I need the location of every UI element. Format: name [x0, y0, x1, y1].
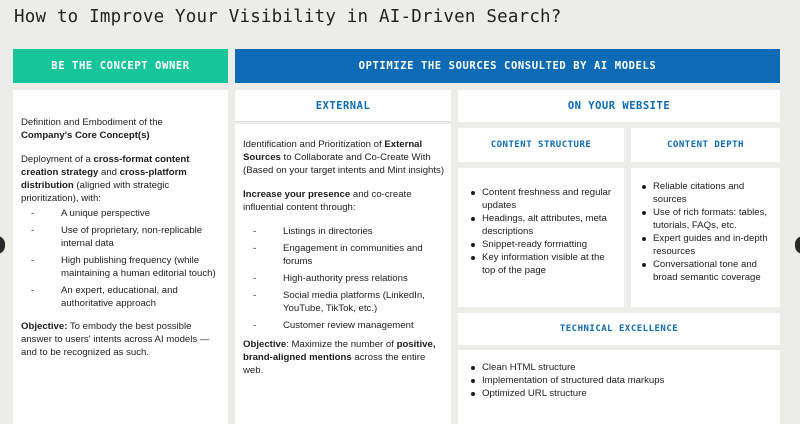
list-item: Clean HTML structure [470, 361, 770, 374]
previous-slide-handle[interactable] [0, 236, 5, 254]
list-item: High-authority press relations [253, 272, 445, 285]
list-item: Snippet-ready formatting [470, 238, 618, 251]
content-structure-list: Content freshness and regular updates He… [470, 186, 618, 277]
content-depth-header: CONTENT DEPTH [631, 128, 780, 162]
core-concept-text: Company's Core Concept(s) [21, 130, 150, 141]
page-title: How to Improve Your Visibility in AI-Dri… [14, 7, 562, 27]
content-depth-panel: Reliable citations and sources Use of ri… [631, 168, 780, 307]
content-depth-list: Reliable citations and sources Use of ri… [641, 180, 775, 284]
optimize-sources-banner: OPTIMIZE THE SOURCES CONSULTED BY AI MOD… [235, 49, 780, 83]
list-item: Listings in directories [253, 225, 445, 238]
external-header: EXTERNAL [235, 90, 451, 122]
list-item: Key information visible at the top of th… [470, 251, 618, 277]
concept-deployment: Deployment of a cross-format content cre… [21, 154, 190, 204]
website-header: ON YOUR WEBSITE [458, 90, 780, 122]
next-slide-handle[interactable] [795, 236, 800, 254]
external-presence: Increase your presence and co-create inf… [243, 189, 412, 213]
list-item: Content freshness and regular updates [470, 186, 618, 212]
technical-excellence-panel: Clean HTML structure Implementation of s… [458, 350, 780, 424]
list-item: Use of proprietary, non-replicable inter… [31, 224, 221, 250]
list-item: Implementation of structured data markup… [470, 374, 770, 387]
external-list: Listings in directories Engagement in co… [243, 225, 445, 332]
concept-intro: Definition and Embodiment of the Company… [21, 117, 163, 141]
list-item: Use of rich formats: tables, tutorials, … [641, 206, 775, 232]
list-item: Customer review management [253, 319, 445, 332]
list-item: Expert guides and in-depth resources [641, 232, 775, 258]
concept-list: A unique perspective Use of proprietary,… [21, 207, 221, 310]
technical-excellence-header: TECHNICAL EXCELLENCE [458, 313, 780, 345]
list-item: Headings, alt attributes, meta descripti… [470, 212, 618, 238]
concept-owner-panel: Definition and Embodiment of the Company… [13, 90, 228, 424]
concept-owner-banner: BE THE CONCEPT OWNER [13, 49, 228, 83]
list-item: High publishing frequency (while maintai… [31, 254, 221, 280]
list-item: A unique perspective [31, 207, 221, 220]
list-item: Social media platforms (LinkedIn, YouTub… [253, 289, 445, 315]
external-panel: Identification and Prioritization of Ext… [235, 124, 451, 424]
technical-list: Clean HTML structure Implementation of s… [470, 361, 770, 400]
list-item: An expert, educational, and authoritativ… [31, 284, 221, 310]
external-objective: Objective: Maximize the number of positi… [243, 339, 436, 376]
list-item: Optimized URL structure [470, 387, 770, 400]
concept-objective: Objective: To embody the best possible a… [21, 321, 210, 358]
list-item: Conversational tone and broad semantic c… [641, 258, 775, 284]
list-item: Reliable citations and sources [641, 180, 775, 206]
content-structure-panel: Content freshness and regular updates He… [458, 168, 624, 307]
content-structure-header: CONTENT STRUCTURE [458, 128, 624, 162]
list-item: Engagement in communities and forums [253, 242, 445, 268]
external-intro: Identification and Prioritization of Ext… [243, 139, 445, 176]
